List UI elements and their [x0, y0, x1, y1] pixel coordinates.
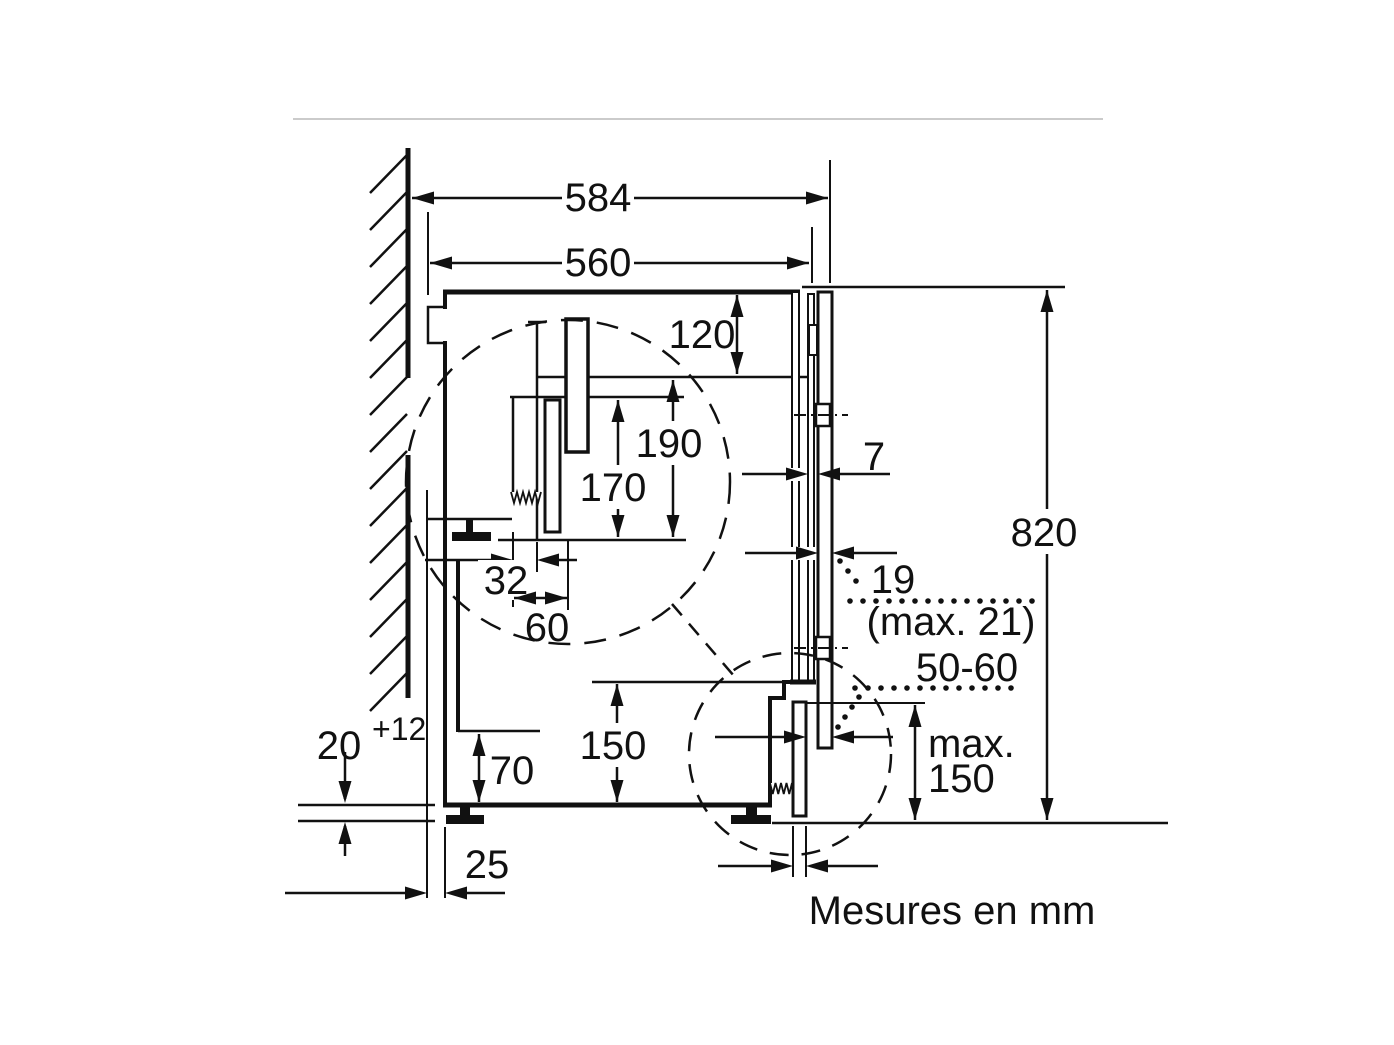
dimension-584: 584 [412, 160, 831, 283]
dim-label-70: 70 [490, 749, 535, 793]
dimension-560: 560 [427, 212, 813, 295]
dimension-150: 150 [576, 684, 650, 802]
dim-label-190: 190 [636, 422, 703, 466]
front-base-step [768, 680, 791, 806]
hose-detail [452, 317, 590, 541]
leader-dots-5060 [835, 685, 1014, 730]
dimension-max150: max. 150 [806, 702, 1015, 820]
rear-bracket-notch [426, 305, 445, 345]
dimension-190: 190 [632, 380, 706, 537]
dim-label-max21: (max. 21) [867, 600, 1036, 644]
dimension-32: 32 [425, 532, 577, 607]
dim-label-25: 25 [465, 843, 510, 887]
dimension-7: 7 [742, 435, 890, 481]
dim-label-820: 820 [1011, 511, 1078, 555]
hinge-axis-lines [794, 414, 848, 649]
dim-label-max150: 150 [928, 757, 995, 801]
dim-label-19: 19 [871, 558, 916, 602]
dimension-2012: 20 +12 [317, 711, 426, 856]
dimension-19: 19 (max. 21) [745, 546, 1036, 644]
dimension-120: 120 [669, 295, 744, 374]
dim-label-max: max. [928, 722, 1015, 766]
floor-and-feet [298, 803, 1168, 825]
detail-circle-hoses [404, 318, 732, 646]
dim-label-120: 120 [669, 313, 736, 357]
dim-label-170: 170 [580, 466, 647, 510]
wall-section [369, 148, 411, 712]
mounting-foot [452, 519, 491, 541]
drain-pipe [564, 317, 590, 454]
dimension-panel-thickness [718, 826, 878, 877]
dimension-60: 60 [514, 540, 569, 650]
hose-holder-serration [510, 488, 542, 507]
dimension-170: 170 [576, 400, 650, 537]
dim-label-60: 60 [525, 606, 570, 650]
standpipe [543, 398, 562, 534]
dimension-70: 70 [472, 734, 535, 802]
plinth-detail [731, 700, 808, 824]
plinth-panel [791, 700, 808, 818]
adjustable-foot-rear [460, 805, 470, 815]
dimension-25: 25 [285, 827, 509, 900]
detail-circles [404, 318, 893, 857]
door-fixing-bracket [808, 324, 818, 356]
dim-label-plus12: +12 [372, 711, 426, 747]
unit-note: Mesures en mm [809, 889, 1096, 933]
dimension-5060: 50-60 [715, 646, 1024, 744]
appliance-outline [426, 289, 800, 898]
dim-label-560: 560 [565, 241, 632, 285]
dim-label-5060: 50-60 [916, 646, 1018, 690]
dim-label-7: 7 [863, 435, 885, 479]
dim-label-32: 32 [484, 559, 529, 603]
furniture-door [816, 290, 834, 750]
dim-label-584: 584 [565, 176, 632, 220]
dim-label-150: 150 [580, 724, 647, 768]
plinth-serration [769, 782, 793, 795]
detail-circle-plinth [687, 651, 893, 857]
appliance-front-wall [791, 291, 800, 682]
dimension-820: 820 [802, 285, 1084, 820]
adjustable-foot-front [731, 805, 771, 824]
wall-hatching [369, 154, 408, 712]
leader-dots-19 [837, 558, 1035, 604]
detail-connector [671, 603, 735, 677]
dim-label-20: 20 [317, 724, 362, 768]
